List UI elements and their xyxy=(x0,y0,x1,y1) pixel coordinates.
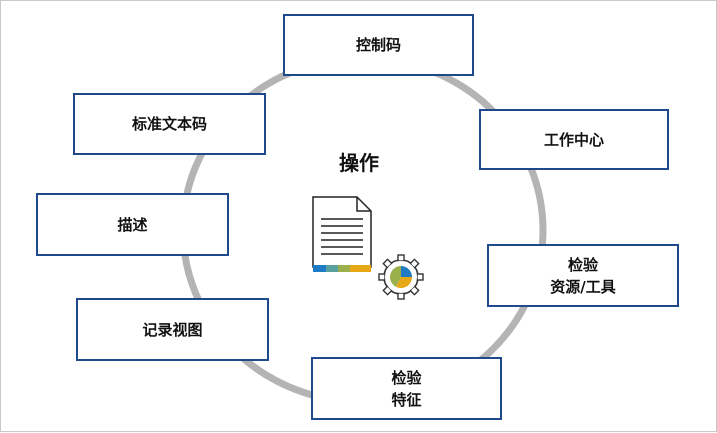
node-label-line-1: 检验 xyxy=(391,368,422,387)
center-title: 操作 xyxy=(339,151,379,175)
node-label-line-2: 特征 xyxy=(391,390,422,409)
node-standard-text-key: 标准文本码 xyxy=(73,93,266,155)
node-inspection-characteristics: 检验 特征 xyxy=(311,357,502,420)
node-label: 记录视图 xyxy=(142,320,203,339)
node-inspection-resources: 检验 资源/工具 xyxy=(487,244,679,307)
document-icon xyxy=(312,196,372,272)
node-label: 描述 xyxy=(117,215,148,234)
node-label: 标准文本码 xyxy=(131,115,207,133)
node-label: 控制码 xyxy=(355,36,401,54)
node-label-line-1: 检验 xyxy=(567,255,598,274)
node-label: 工作中心 xyxy=(543,130,604,149)
node-description: 描述 xyxy=(36,193,229,256)
node-work-center: 工作中心 xyxy=(479,109,669,170)
gear-pie-icon xyxy=(378,254,424,300)
node-label-line-2: 资源/工具 xyxy=(550,277,616,296)
node-record-view: 记录视图 xyxy=(76,298,269,361)
node-control-key: 控制码 xyxy=(283,14,474,76)
